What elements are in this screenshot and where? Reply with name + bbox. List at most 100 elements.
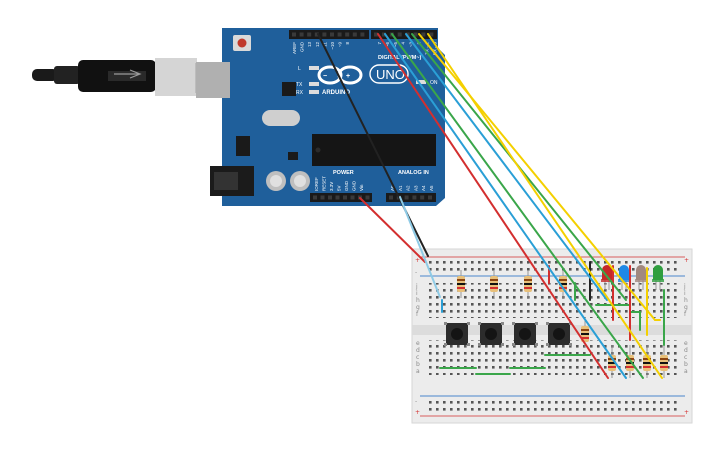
resistor[interactable] — [490, 270, 498, 298]
row-letter: g — [416, 304, 420, 311]
header-pin[interactable] — [421, 32, 426, 37]
header-pin[interactable] — [314, 32, 319, 37]
header-pin[interactable] — [420, 195, 425, 200]
row-letter: i — [684, 290, 686, 297]
pin-label-bottom: RESET — [322, 176, 327, 191]
header-power — [310, 193, 372, 202]
header-pin[interactable] — [345, 32, 350, 37]
resistor[interactable] — [524, 270, 532, 298]
power-rail-bottom[interactable] — [426, 398, 681, 412]
led-label-tx: TX — [296, 82, 303, 88]
row-letter: d — [416, 347, 420, 354]
header-pin[interactable] — [292, 32, 296, 37]
row-letter: g — [684, 304, 688, 311]
row-letter: b — [684, 361, 688, 368]
header-pin[interactable] — [397, 32, 402, 37]
row-letter: f — [416, 311, 419, 318]
led[interactable] — [618, 265, 630, 290]
resistor[interactable] — [457, 270, 465, 298]
pin-label-top: RX←0 — [432, 42, 437, 56]
led[interactable] — [635, 265, 647, 290]
pin-label-bottom: 3.3V — [329, 182, 334, 191]
row-letter: e — [416, 340, 420, 347]
pushbutton[interactable] — [478, 322, 504, 346]
header-pin[interactable] — [343, 195, 347, 200]
header-pin[interactable] — [328, 195, 332, 200]
header-pin[interactable] — [374, 32, 378, 37]
wire-a0-lightblue[interactable] — [399, 196, 441, 298]
header-pin[interactable] — [299, 32, 304, 37]
pin-label-bottom: A0 — [390, 185, 395, 191]
wire-5v-red[interactable] — [359, 197, 426, 263]
pushbutton[interactable] — [546, 322, 572, 346]
header-pin[interactable] — [428, 195, 432, 200]
pin-label-top: ~3 — [409, 42, 414, 48]
wire-green-jumper[interactable] — [629, 311, 641, 331]
header-pin[interactable] — [320, 195, 325, 200]
rail-plus-bottom: + — [415, 409, 420, 416]
wire-digital-blue[interactable] — [384, 33, 627, 379]
row-letter: e — [684, 340, 688, 347]
rail-plus-bottom-right: + — [684, 409, 689, 416]
crystal-oscillator — [262, 110, 300, 126]
header-pin[interactable] — [389, 195, 393, 200]
row-letter: i — [416, 290, 418, 297]
wire-digital-green[interactable] — [391, 33, 644, 379]
resistor[interactable] — [608, 345, 616, 378]
wire-digital-yellow[interactable] — [418, 33, 656, 321]
pin-label-bottom: GND — [352, 180, 357, 191]
led-label-on: ON — [430, 80, 438, 86]
terminal-strip-bottom[interactable] — [426, 340, 681, 375]
usb-chip — [282, 82, 296, 96]
header-pin[interactable] — [413, 32, 418, 37]
header-pin[interactable] — [381, 32, 386, 37]
rail-minus-bottom: - — [415, 398, 417, 405]
pin-label-top: 12 — [315, 42, 320, 48]
pin-label-bottom: Vin — [359, 184, 364, 191]
pin-label-top: 8 — [345, 42, 350, 45]
header-pin[interactable] — [365, 195, 370, 200]
row-letter: h — [416, 297, 420, 304]
led[interactable] — [601, 265, 613, 290]
wire-digital-yellow-2[interactable] — [427, 33, 663, 379]
led-label-rx: RX — [296, 90, 304, 96]
led-l-indicator — [309, 66, 319, 70]
resistor[interactable] — [660, 345, 668, 378]
analog-label: ANALOG IN — [398, 170, 429, 176]
pin-label-bottom: A2 — [406, 185, 411, 191]
power-rail-top[interactable] — [426, 259, 681, 273]
header-pin[interactable] — [307, 32, 312, 37]
pushbutton[interactable] — [512, 322, 538, 346]
pin-label-bottom: A4 — [421, 185, 426, 191]
header-pin[interactable] — [337, 32, 342, 37]
header-pin[interactable] — [412, 195, 417, 200]
header-pin[interactable] — [350, 195, 355, 200]
header-pin[interactable] — [330, 32, 334, 37]
regulator — [236, 136, 250, 156]
atmega-chip — [312, 134, 436, 166]
header-pin[interactable] — [335, 195, 340, 200]
wire-digital-red[interactable] — [377, 33, 609, 379]
wire-digital-blue-2[interactable] — [405, 33, 608, 301]
pin-label-top: 13 — [307, 42, 312, 48]
resistor[interactable] — [643, 345, 651, 378]
header-digital-low — [371, 30, 437, 39]
header-pin[interactable] — [313, 195, 317, 200]
wires[interactable] — [317, 33, 665, 379]
svg-text:+: + — [346, 73, 350, 80]
pin-label-top: ~10 — [330, 42, 335, 50]
pushbutton[interactable] — [444, 322, 470, 346]
resistor[interactable] — [581, 318, 589, 348]
header-pin[interactable] — [429, 32, 434, 37]
header-pin[interactable] — [404, 195, 409, 200]
header-pin[interactable] — [322, 32, 327, 37]
pin-label-bottom: 5V — [337, 185, 342, 191]
row-letter: a — [416, 368, 420, 375]
pin-label-bottom: IOREF — [314, 177, 319, 191]
row-letter: h — [684, 297, 688, 304]
header-pin[interactable] — [360, 32, 365, 37]
header-pin[interactable] — [352, 32, 357, 37]
led[interactable] — [652, 265, 664, 290]
